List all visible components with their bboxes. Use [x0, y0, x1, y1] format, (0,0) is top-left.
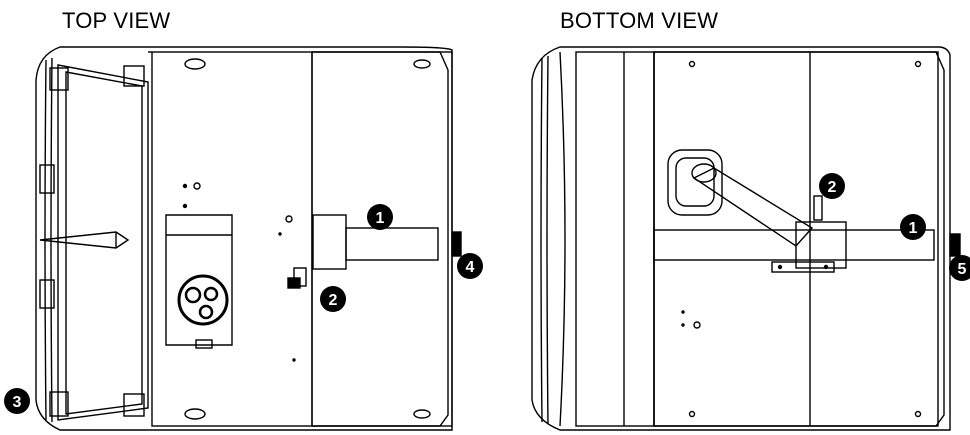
callout-bottom-5-label: 5	[958, 261, 967, 278]
top-mechanism	[165, 214, 233, 346]
top-connector	[451, 231, 462, 257]
callout-bottom-2: 2	[819, 173, 845, 199]
top-view-title: TOP VIEW	[62, 8, 171, 33]
top-center-pointer	[39, 231, 130, 249]
bottom-connector	[949, 233, 961, 257]
bottom-view-drawing	[531, 46, 961, 431]
bottom-arm	[653, 229, 935, 261]
callout-top-3: 3	[4, 388, 30, 414]
callout-top-2-label: 2	[329, 292, 338, 309]
bottom-housing-outline	[531, 46, 951, 431]
callout-top-4: 4	[457, 253, 483, 279]
top-housing-outline	[35, 46, 453, 431]
bottom-hood-rim	[575, 51, 655, 427]
top-right-panel	[311, 51, 453, 427]
top-hood-panel	[57, 64, 149, 421]
bottom-view-title: BOTTOM VIEW	[560, 8, 719, 33]
callout-top-4-label: 4	[466, 259, 475, 276]
top-arm-bracket	[312, 214, 347, 270]
top-arm	[345, 227, 439, 261]
top-view-drawing	[35, 46, 462, 431]
callout-bottom-1-label: 1	[909, 220, 918, 237]
callout-top-2: 2	[320, 286, 346, 312]
bottom-diagonal-pipe	[692, 167, 814, 247]
callout-bottom-2-label: 2	[828, 179, 837, 196]
callout-top-1-label: 1	[376, 210, 385, 227]
callout-top-1: 1	[367, 204, 393, 230]
callout-top-3-label: 3	[13, 394, 22, 411]
callout-bottom-5: 5	[949, 255, 970, 281]
callout-bottom-1: 1	[900, 214, 926, 240]
top-latch	[49, 67, 69, 91]
bottom-vent	[667, 149, 723, 216]
top-valve-assembly	[177, 274, 229, 326]
